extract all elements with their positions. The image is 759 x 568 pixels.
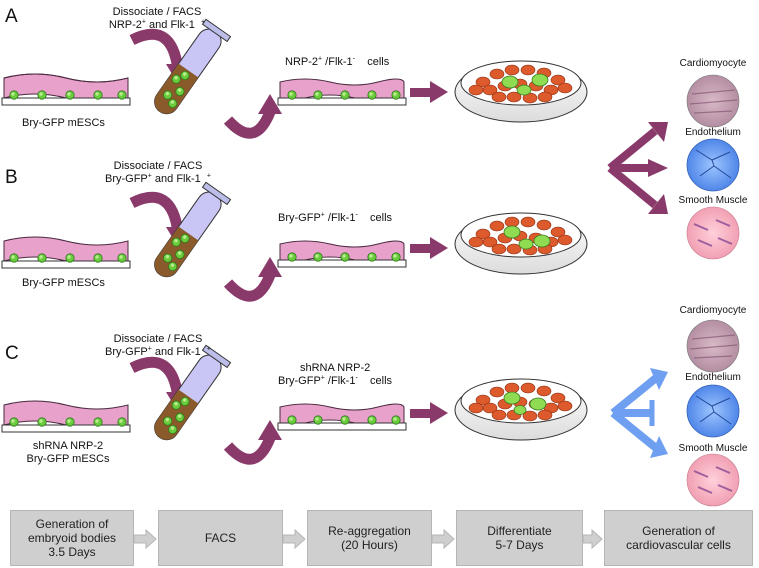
row-b-graphics [1, 181, 588, 302]
sorted-dish-a [277, 78, 407, 106]
timeline-step-reaggregation: Re-aggregation(20 Hours) [307, 510, 432, 566]
panel-letter-c: C [5, 343, 19, 364]
source-label-c: shRNA NRP-2 Bry-GFP mESCs [26, 440, 110, 465]
panel-letter-a: A [5, 6, 18, 27]
source-dish-b [1, 236, 131, 269]
celltype-bottom-smooth-muscle: Smooth Muscle [678, 443, 748, 454]
source-label-b: Bry-GFP mESCs [22, 277, 105, 289]
timeline-step-facs: FACS [158, 510, 283, 566]
facs-label-b: Dissociate / FACS Bry-GFP+ and Flk-1 + [104, 160, 211, 185]
curved-arrow-up-icon [223, 109, 276, 139]
panel-letter-b: B [5, 167, 18, 188]
facs-label-a: Dissociate / FACS NRP-2+ and Flk-1 + [108, 6, 206, 31]
timeline-connectors [133, 528, 603, 550]
facs-label-c: Dissociate / FACS Bry-GFP+ and Flk-1 + [104, 333, 211, 358]
source-label-a: Bry-GFP mESCs [22, 117, 105, 129]
celltype-top-endothelium: Endothelium [685, 127, 741, 138]
source-dish-a [1, 73, 131, 106]
celltype-bottom-endothelium: Endothelium [685, 372, 741, 383]
cell-circles-bottom [686, 319, 740, 507]
sorted-dish-c [277, 403, 407, 431]
celltype-bottom-cardiomyocyte: Cardiomyocyte [679, 305, 747, 316]
sorted-cells-label-b: Bry-GFP+ /Flk-1- cells [278, 211, 393, 224]
aggregate-dish-c [454, 378, 588, 441]
test-tube-b [154, 181, 232, 278]
celltype-top-smooth-muscle: Smooth Muscle [678, 195, 748, 206]
sorted-cells-label-c: shRNA NRP-2 Bry-GFP+ /Flk-1- cells [278, 362, 393, 387]
row-a-graphics [1, 18, 588, 139]
sorted-cells-label-a: NRP-2+ /Flk-1- cells [285, 55, 390, 68]
test-tube-a [154, 18, 232, 115]
row-c-graphics [1, 344, 588, 465]
cell-circles-top [686, 74, 740, 260]
sorted-dish-b [277, 240, 407, 268]
branch-arrow-blue-icon [610, 374, 659, 452]
branch-arrow-purple-icon [607, 127, 658, 209]
source-dish-c [1, 400, 131, 433]
aggregate-dish-b [454, 212, 588, 275]
test-tube-c [154, 344, 232, 441]
aggregate-dish-a [454, 60, 588, 123]
curved-arrow-icon [129, 28, 184, 71]
celltype-top-cardiomyocyte: Cardiomyocyte [679, 58, 747, 69]
